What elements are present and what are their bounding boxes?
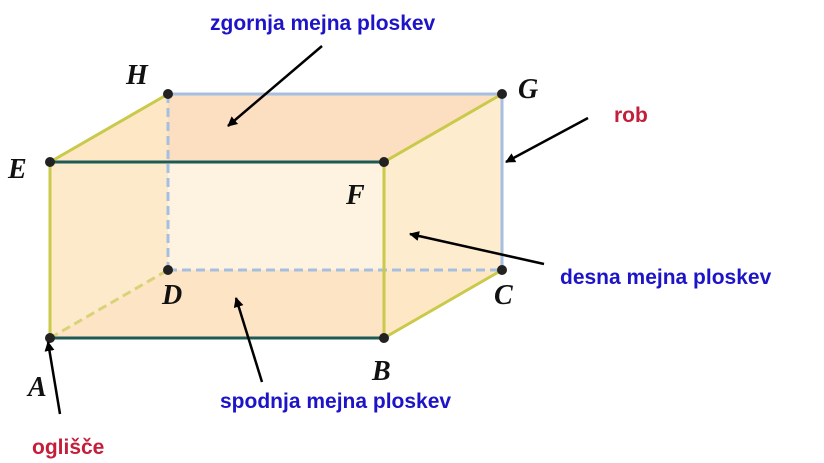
front-face — [50, 162, 384, 338]
vertex-point-f — [379, 157, 389, 167]
vertex-label-h: H — [125, 60, 149, 91]
edge-ad — [49, 268, 169, 340]
arrow-vertex — [44, 341, 62, 415]
vertex-point-g — [497, 89, 507, 99]
edge-fg — [383, 92, 503, 164]
vertex-label-c: C — [494, 280, 513, 311]
vertex-label-b: B — [371, 356, 391, 387]
label-vertex: oglišče — [32, 436, 104, 459]
edge-bc — [383, 268, 503, 340]
vertex-point-e — [45, 157, 55, 167]
arrow-top-face — [227, 45, 323, 127]
right-face — [384, 94, 502, 338]
vertex-point-d — [163, 265, 173, 275]
label-right-face: desna mejna ploskev — [560, 266, 772, 289]
label-bottom-face: spodnja mejna ploskev — [220, 390, 451, 413]
vertex-point-c — [497, 265, 507, 275]
arrow-edge — [505, 116, 589, 164]
label-top-face: zgornja mejna ploskev — [210, 12, 436, 35]
vertex-point-a — [45, 333, 55, 343]
vertex-point-b — [379, 333, 389, 343]
arrow-bottom-face — [233, 297, 264, 383]
vertex-label-a: A — [26, 372, 47, 403]
vertex-label-d: D — [161, 280, 182, 311]
vertex-label-g: G — [518, 74, 538, 105]
vertex-label-f: F — [345, 180, 365, 211]
vertex-label-e: E — [7, 154, 27, 185]
arrow-right-face — [409, 231, 545, 266]
edge-eh — [49, 92, 169, 164]
label-edge: rob — [614, 104, 648, 127]
vertex-point-h — [163, 89, 173, 99]
